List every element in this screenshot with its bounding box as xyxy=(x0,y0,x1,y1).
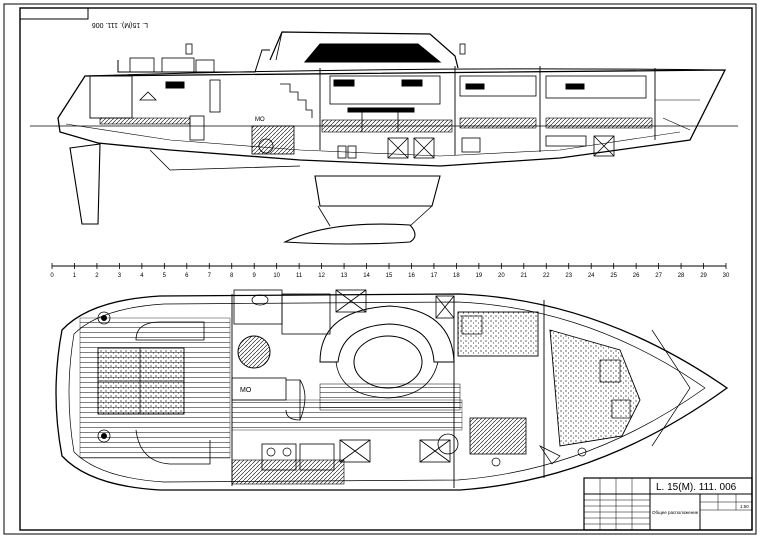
scale-label-19: 19 xyxy=(476,273,483,279)
mirrored-drawing-number: L. 15(M). 111. 006 xyxy=(92,21,148,28)
side-profile: МО xyxy=(30,31,738,245)
scale-label-30: 30 xyxy=(723,273,730,279)
scale-label-16: 16 xyxy=(408,273,415,279)
scale-label-0: 0 xyxy=(50,273,54,279)
windscreen xyxy=(303,43,442,63)
scale-label-10: 10 xyxy=(273,273,280,279)
hull-profile xyxy=(57,69,727,167)
cockpit xyxy=(117,49,270,73)
scale-label-3: 3 xyxy=(118,273,122,279)
companionway-stairs xyxy=(280,83,313,118)
engine xyxy=(251,125,295,155)
scale-label-13: 13 xyxy=(341,273,348,279)
engine-label-plan: МО xyxy=(240,387,252,394)
dinette-table xyxy=(353,335,423,389)
plan-view: МО xyxy=(55,289,729,491)
scale-label-25: 25 xyxy=(610,273,617,279)
keel-bulb xyxy=(282,223,416,245)
winch-drum xyxy=(237,335,271,369)
scale-label-5: 5 xyxy=(163,273,167,279)
drawing-number: L. 15(M). 111. 006 xyxy=(656,482,737,493)
scale-label-28: 28 xyxy=(678,273,685,279)
scale-label-22: 22 xyxy=(543,273,550,279)
scale-label-27: 27 xyxy=(655,273,662,279)
keel xyxy=(314,175,441,207)
scale-label-18: 18 xyxy=(453,273,460,279)
coachroof xyxy=(269,31,459,69)
cockpit-seats xyxy=(135,321,205,341)
top-left-stamp: L. 15(M). 111. 006 xyxy=(19,7,148,28)
hull-plan-inner xyxy=(68,301,706,483)
engine-label-side: МО xyxy=(255,117,265,123)
plan-lockers xyxy=(335,289,455,463)
scale-label-11: 11 xyxy=(296,273,303,279)
rudder xyxy=(69,143,101,225)
scale-label-1: 1 xyxy=(73,273,77,279)
drawing-title: Общее расположение xyxy=(652,510,699,515)
outer-frame xyxy=(3,3,757,535)
fwd-heads xyxy=(469,417,527,455)
saloon-settee xyxy=(329,75,441,105)
scale-label-15: 15 xyxy=(386,273,393,279)
scale-label-12: 12 xyxy=(318,273,325,279)
vberth xyxy=(549,329,641,447)
saloon-table xyxy=(347,107,415,113)
scale-label-17: 17 xyxy=(431,273,438,279)
inner-frame xyxy=(19,7,753,531)
scale-label-8: 8 xyxy=(230,273,234,279)
scale-label-2: 2 xyxy=(95,273,99,279)
title-block: L. 15(M). 111. 006 Общее расположение 1:… xyxy=(583,477,753,531)
scale-label-21: 21 xyxy=(520,273,527,279)
scale-label: 1:50 xyxy=(740,504,749,509)
scale-label-7: 7 xyxy=(208,273,212,279)
scale-label-6: 6 xyxy=(185,273,189,279)
side-lockers xyxy=(337,135,615,159)
sheer-line xyxy=(84,68,726,77)
scale-label-14: 14 xyxy=(363,273,370,279)
saloon-dinette xyxy=(319,305,455,363)
scale-label-26: 26 xyxy=(633,273,640,279)
scale-label-4: 4 xyxy=(140,273,144,279)
scale-label-20: 20 xyxy=(498,273,505,279)
scale-label-23: 23 xyxy=(565,273,572,279)
aft-cabin xyxy=(89,75,133,119)
scale-label-29: 29 xyxy=(700,273,707,279)
mast-base xyxy=(185,43,193,55)
scale-label-24: 24 xyxy=(588,273,595,279)
hull-inner-line xyxy=(65,123,681,157)
scale-label-9: 9 xyxy=(253,273,257,279)
